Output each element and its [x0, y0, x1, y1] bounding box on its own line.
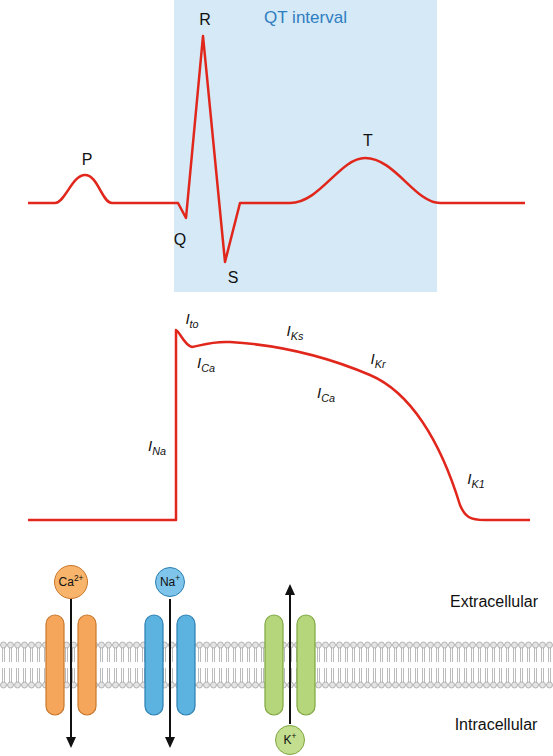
wave-label: S: [228, 270, 239, 286]
calcium-channel: [46, 615, 64, 715]
sodium-channel: [177, 615, 195, 715]
arrow-head: [66, 737, 76, 748]
current-label: IKs: [287, 323, 304, 338]
ion-label: Ca2+: [59, 576, 84, 588]
flow-arrow: [70, 599, 72, 738]
interval-label: QT interval: [264, 8, 347, 28]
current-label: INa: [148, 438, 166, 453]
current-label: ICa: [317, 385, 335, 400]
arrow-head: [285, 584, 295, 595]
sodium-ion: Na+: [155, 567, 185, 597]
wave-label: Q: [174, 232, 186, 248]
ecg-trace: [28, 36, 525, 262]
current-label: Ito: [185, 311, 198, 326]
side-label: Intracellular: [455, 717, 538, 733]
potassium-channel: [297, 615, 315, 715]
wave-label: T: [363, 133, 373, 149]
current-label: ICa: [197, 355, 215, 370]
ion-label: K+: [284, 734, 297, 746]
flow-arrow: [289, 594, 291, 724]
potassium-channel: [265, 615, 283, 715]
sodium-channel: [145, 615, 163, 715]
flow-arrow: [169, 599, 171, 738]
arrow-head: [165, 737, 175, 748]
current-label: IKr: [371, 351, 386, 366]
side-label: Extracellular: [450, 594, 538, 610]
potassium-ion: K+: [275, 725, 305, 755]
calcium-channel: [78, 615, 96, 715]
calcium-ion: Ca2+: [54, 565, 88, 599]
action-potential-trace: [28, 330, 530, 520]
wave-label: R: [199, 12, 211, 28]
current-label: IK1: [467, 471, 484, 486]
ion-label: Na+: [160, 576, 180, 588]
wave-label: P: [82, 152, 93, 168]
